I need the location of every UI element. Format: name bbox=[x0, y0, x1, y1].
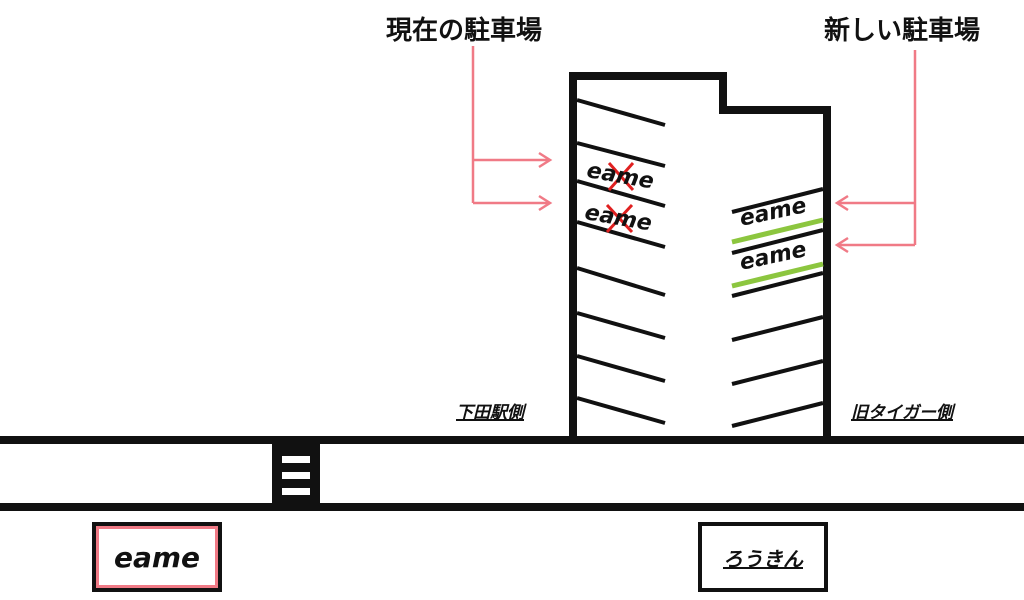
cancel-cross-icons bbox=[605, 162, 635, 234]
new-parking-arrows bbox=[834, 50, 917, 254]
current-parking-title: 現在の駐車場 bbox=[386, 16, 543, 46]
left-slot-lines bbox=[576, 98, 666, 425]
rokin-marker: ろうきん bbox=[698, 522, 828, 592]
new-parking-title: 新しい駐車場 bbox=[824, 16, 981, 46]
shimoda-station-side-label: 下田駅側 bbox=[456, 403, 524, 423]
eame-shop-label: eame bbox=[113, 540, 201, 574]
eame-shop-inner-border: eame bbox=[96, 526, 218, 588]
parking-lot-outline bbox=[569, 72, 831, 440]
rokin-label: ろうきん bbox=[723, 546, 803, 571]
old-tiger-side-label: 旧タイガー側 bbox=[851, 403, 953, 423]
crosswalk bbox=[272, 441, 320, 507]
new-slot-underlines bbox=[731, 217, 824, 289]
right-slot-lines bbox=[731, 187, 824, 428]
current-parking-arrows bbox=[471, 46, 553, 212]
eame-shop-marker: eame bbox=[92, 522, 222, 592]
